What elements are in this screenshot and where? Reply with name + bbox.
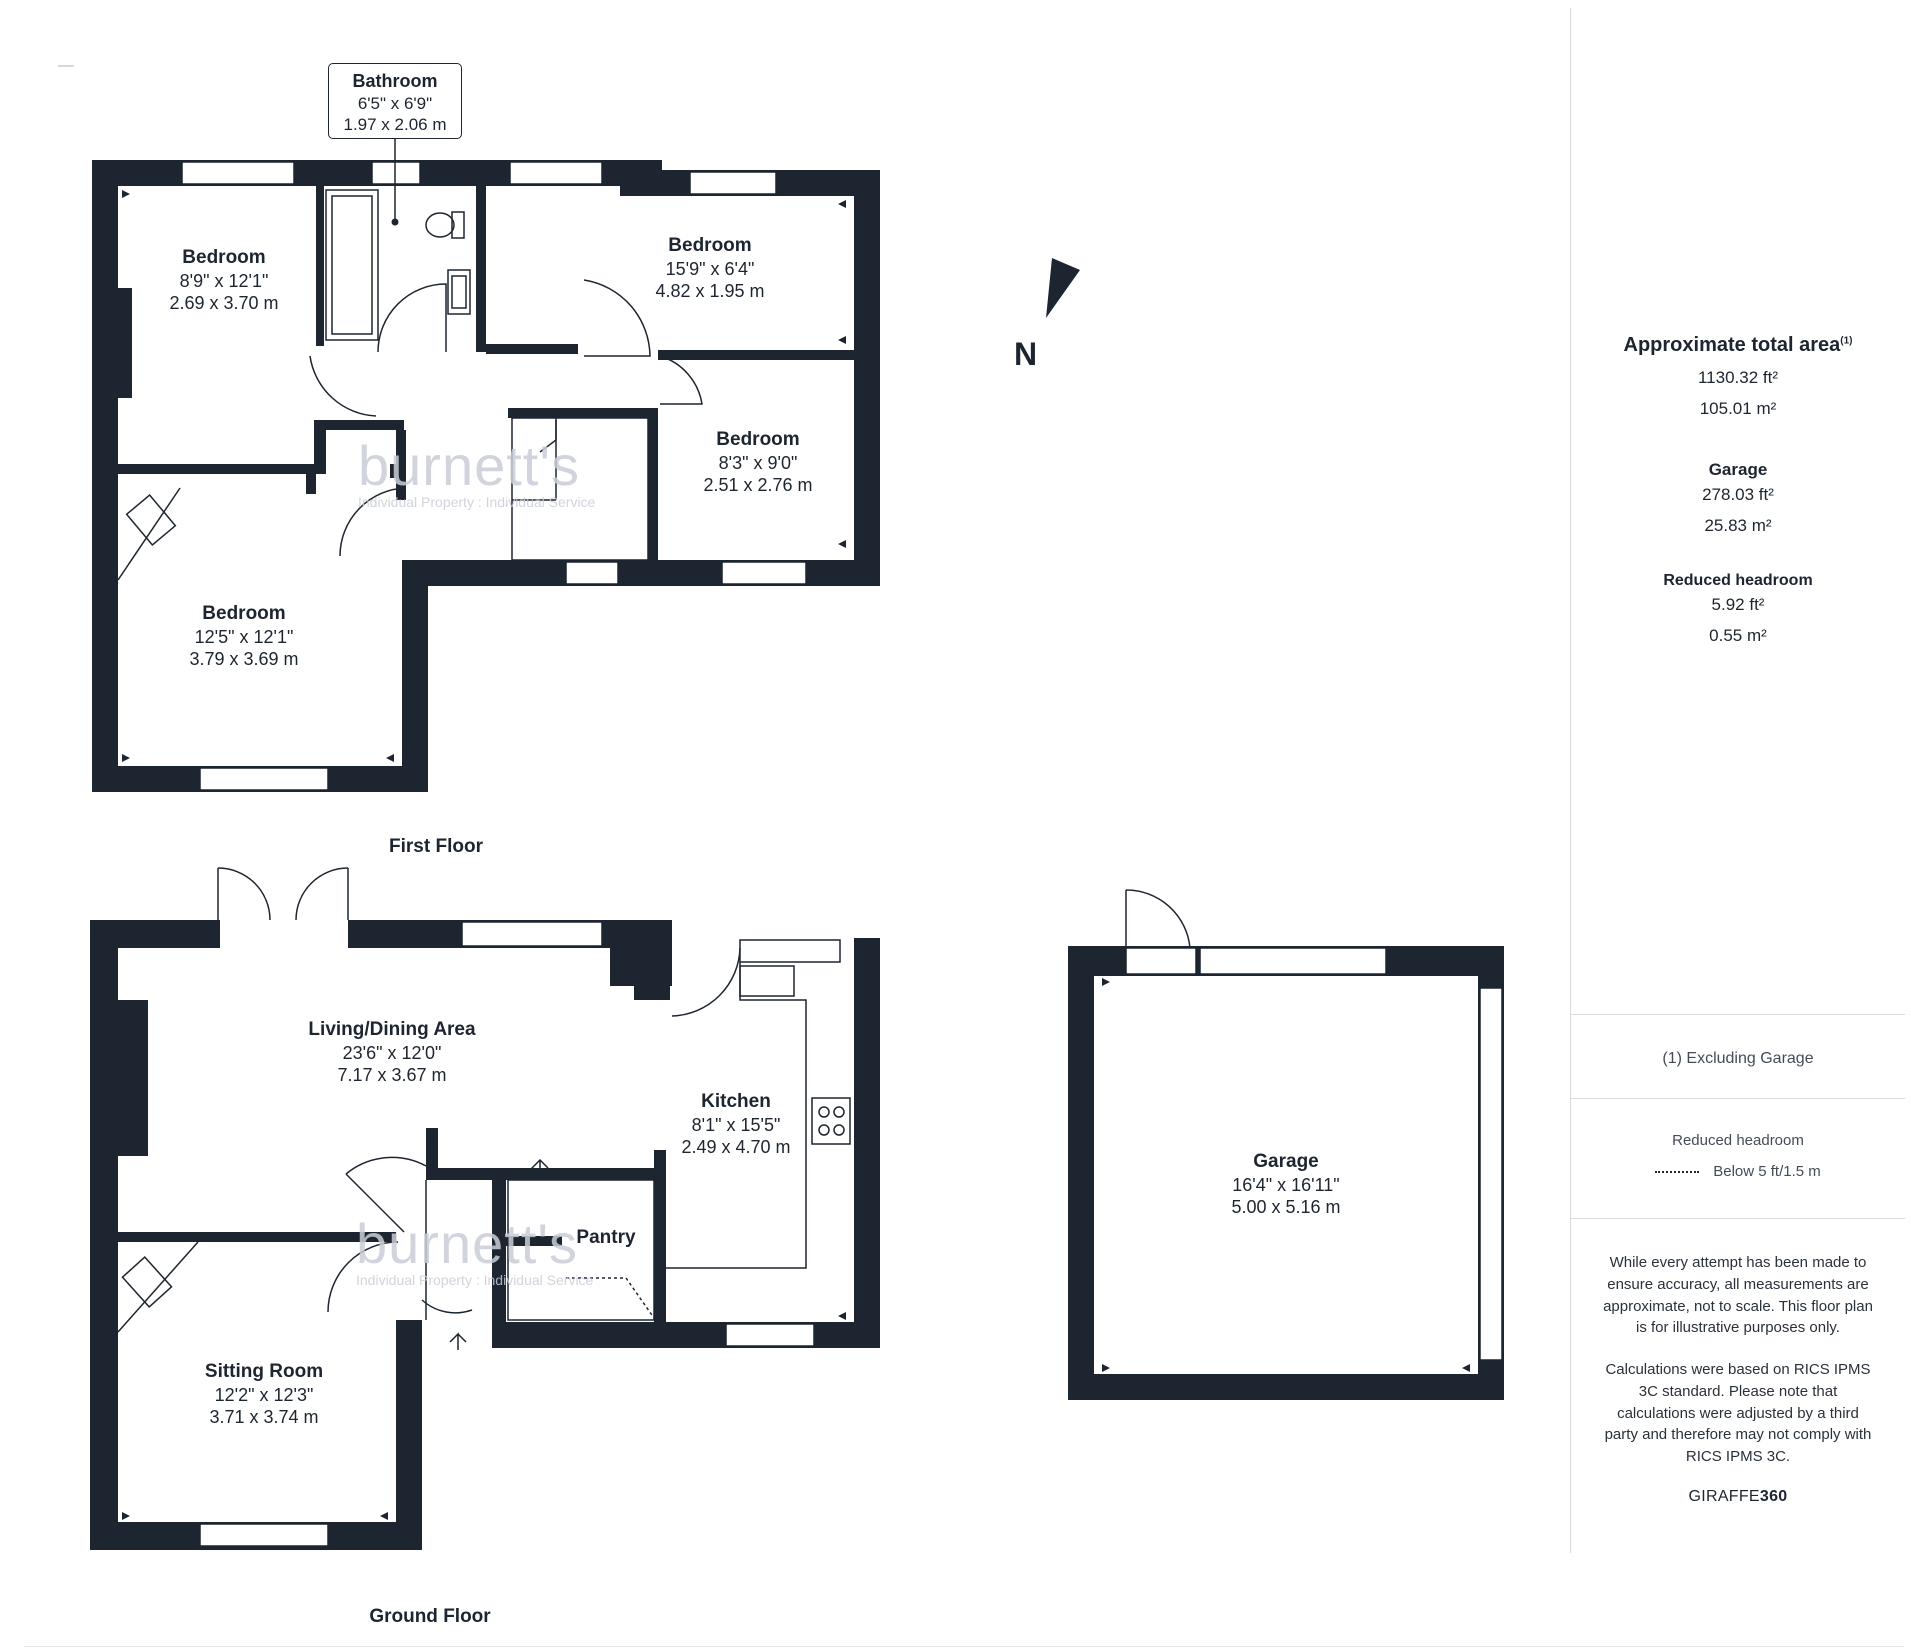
legend-block: Reduced headroom Below 5 ft/1.5 m [1571, 1132, 1905, 1180]
room-name: Bathroom [352, 71, 438, 91]
room-imperial: 12'2" x 12'3" [214, 1384, 314, 1405]
garage-area-ft: 278.03 ft² [1702, 485, 1774, 504]
sidebar-divider [1571, 1098, 1905, 1099]
reduced-headroom-ft: 5.92 ft² [1711, 595, 1765, 614]
room-label-bedroom-3: Bedroom 8'3" x 9'0" 2.51 x 2.76 m [703, 428, 812, 497]
footnote-block: (1) Excluding Garage [1571, 1050, 1905, 1068]
total-area-title-text: Approximate total area [1623, 334, 1841, 356]
room-label-bedroom-2: Bedroom 15'9" x 6'4" 4.82 x 1.95 m [655, 234, 764, 303]
garage-area-m: 25.83 m² [1704, 515, 1772, 535]
room-label-sitting-room: Sitting Room 12'2" x 12'3" 3.71 x 3.74 m [205, 1360, 323, 1429]
north-label: N [1014, 336, 1038, 372]
total-area-block: Approximate total area(1) 1130.32 ft² 10… [1571, 334, 1905, 424]
room-name: Garage [1253, 1151, 1319, 1172]
measure-ticks [122, 190, 1470, 1520]
legend-row: Below 5 ft/1.5 m [1571, 1163, 1905, 1180]
ground-floor-fixtures [117, 867, 851, 1350]
room-metric: 3.71 x 3.74 m [209, 1407, 319, 1428]
garage-door [1125, 889, 1191, 949]
room-label-kitchen: Kitchen 8'1" x 15'5" 2.49 x 4.70 m [681, 1090, 790, 1159]
reduced-headroom-block: Reduced headroom 5.92 ft² 0.55 m² [1571, 572, 1905, 651]
room-name: Kitchen [701, 1091, 771, 1112]
total-area-ft: 1130.32 ft² [1697, 368, 1779, 387]
garage-area-title: Garage [1708, 460, 1768, 479]
watermark-brand: burnett's [358, 434, 581, 497]
room-metric: 4.82 x 1.95 m [655, 281, 765, 302]
room-metric: 5.00 x 5.16 m [1231, 1197, 1341, 1218]
dotted-line-icon [1655, 1171, 1700, 1174]
room-name: Sitting Room [204, 1361, 324, 1382]
first-floor-windows [181, 161, 807, 791]
watermark-ground-floor: burnett's Individual Property : Individu… [356, 1212, 594, 1289]
room-imperial: 8'9" x 12'1" [179, 270, 269, 291]
reduced-headroom-title: Reduced headroom [1663, 572, 1813, 589]
brand-text-b: 360 [1759, 1487, 1788, 1505]
watermark-tagline: Individual Property : Individual Service [358, 494, 596, 510]
watermark-first-floor: burnett's Individual Property : Individu… [358, 434, 596, 511]
room-imperial: 6'5" x 6'9" [357, 93, 433, 113]
room-metric: 1.97 x 2.06 m [343, 114, 447, 134]
room-imperial: 12'5" x 12'1" [194, 626, 294, 647]
room-name: Bedroom [182, 247, 266, 268]
room-metric: 2.51 x 2.76 m [703, 475, 813, 496]
room-metric: 2.49 x 4.70 m [681, 1137, 791, 1158]
disclaimer-accuracy: While every attempt has been made to ens… [1603, 1254, 1873, 1337]
area-summary-panel: Approximate total area(1) 1130.32 ft² 10… [1570, 8, 1905, 1553]
sidebar-divider [1571, 1014, 1905, 1015]
legend-text: Below 5 ft/1.5 m [1713, 1163, 1821, 1180]
room-label-garage: Garage 16'4" x 16'11" 5.00 x 5.16 m [1231, 1150, 1340, 1219]
excluding-garage-note: (1) Excluding Garage [1662, 1050, 1814, 1067]
bathroom-callout: Bathroom 6'5" x 6'9" 1.97 x 2.06 m [328, 63, 462, 139]
first-floor-title: First Floor [389, 836, 483, 857]
disclaimer-rics: Calculations were based on RICS IPMS 3C … [1604, 1361, 1872, 1465]
room-name: Bedroom [716, 429, 800, 450]
room-metric: 7.17 x 3.67 m [337, 1065, 447, 1086]
ground-floor-title: Ground Floor [369, 1606, 491, 1627]
total-area-title: Approximate total area(1) [1571, 334, 1905, 357]
room-imperial: 8'1" x 15'5" [691, 1114, 781, 1135]
room-label-bedroom-4: Bedroom 12'5" x 12'1" 3.79 x 3.69 m [189, 602, 298, 671]
bottom-rule [24, 1646, 1904, 1647]
room-imperial: 15'9" x 6'4" [665, 258, 755, 279]
room-imperial: 8'3" x 9'0" [718, 452, 798, 473]
garage-openings [1125, 947, 1503, 1361]
room-imperial: 23'6" x 12'0" [342, 1042, 442, 1063]
brand-text-a: GIRAFFE [1688, 1487, 1760, 1505]
room-name: Bedroom [202, 603, 286, 624]
room-metric: 3.79 x 3.69 m [189, 649, 299, 670]
room-imperial: 16'4" x 16'11" [1232, 1174, 1340, 1195]
garage-area-block: Garage 278.03 ft² 25.83 m² [1571, 460, 1905, 541]
room-name: Bedroom [668, 235, 752, 256]
legend-title: Reduced headroom [1672, 1132, 1804, 1149]
callout-pointer-dot [391, 218, 399, 226]
first-floor-fixtures [117, 139, 703, 581]
giraffe360-logo: GIRAFFE360 [1571, 1488, 1905, 1506]
room-label-pantry: Pantry [576, 1226, 635, 1250]
ground-floor-windows [199, 921, 841, 1547]
room-name: Pantry [576, 1227, 636, 1248]
total-area-footnote-mark: (1) [1840, 335, 1853, 347]
room-label-living-dining: Living/Dining Area 23'6" x 12'0" 7.17 x … [308, 1018, 475, 1087]
reduced-headroom-m: 0.55 m² [1709, 625, 1767, 645]
disclaimer-block: While every attempt has been made to ens… [1571, 1252, 1905, 1506]
watermark-brand: burnett's [356, 1212, 579, 1275]
watermark-tagline: Individual Property : Individual Service [356, 1272, 594, 1288]
room-label-bedroom-1: Bedroom 8'9" x 12'1" 2.69 x 3.70 m [169, 246, 278, 315]
room-metric: 2.69 x 3.70 m [169, 293, 279, 314]
room-name: Living/Dining Area [308, 1019, 476, 1040]
sidebar-divider [1571, 1218, 1905, 1219]
north-arrow-icon [1046, 258, 1080, 318]
total-area-m: 105.01 m² [1699, 398, 1777, 418]
